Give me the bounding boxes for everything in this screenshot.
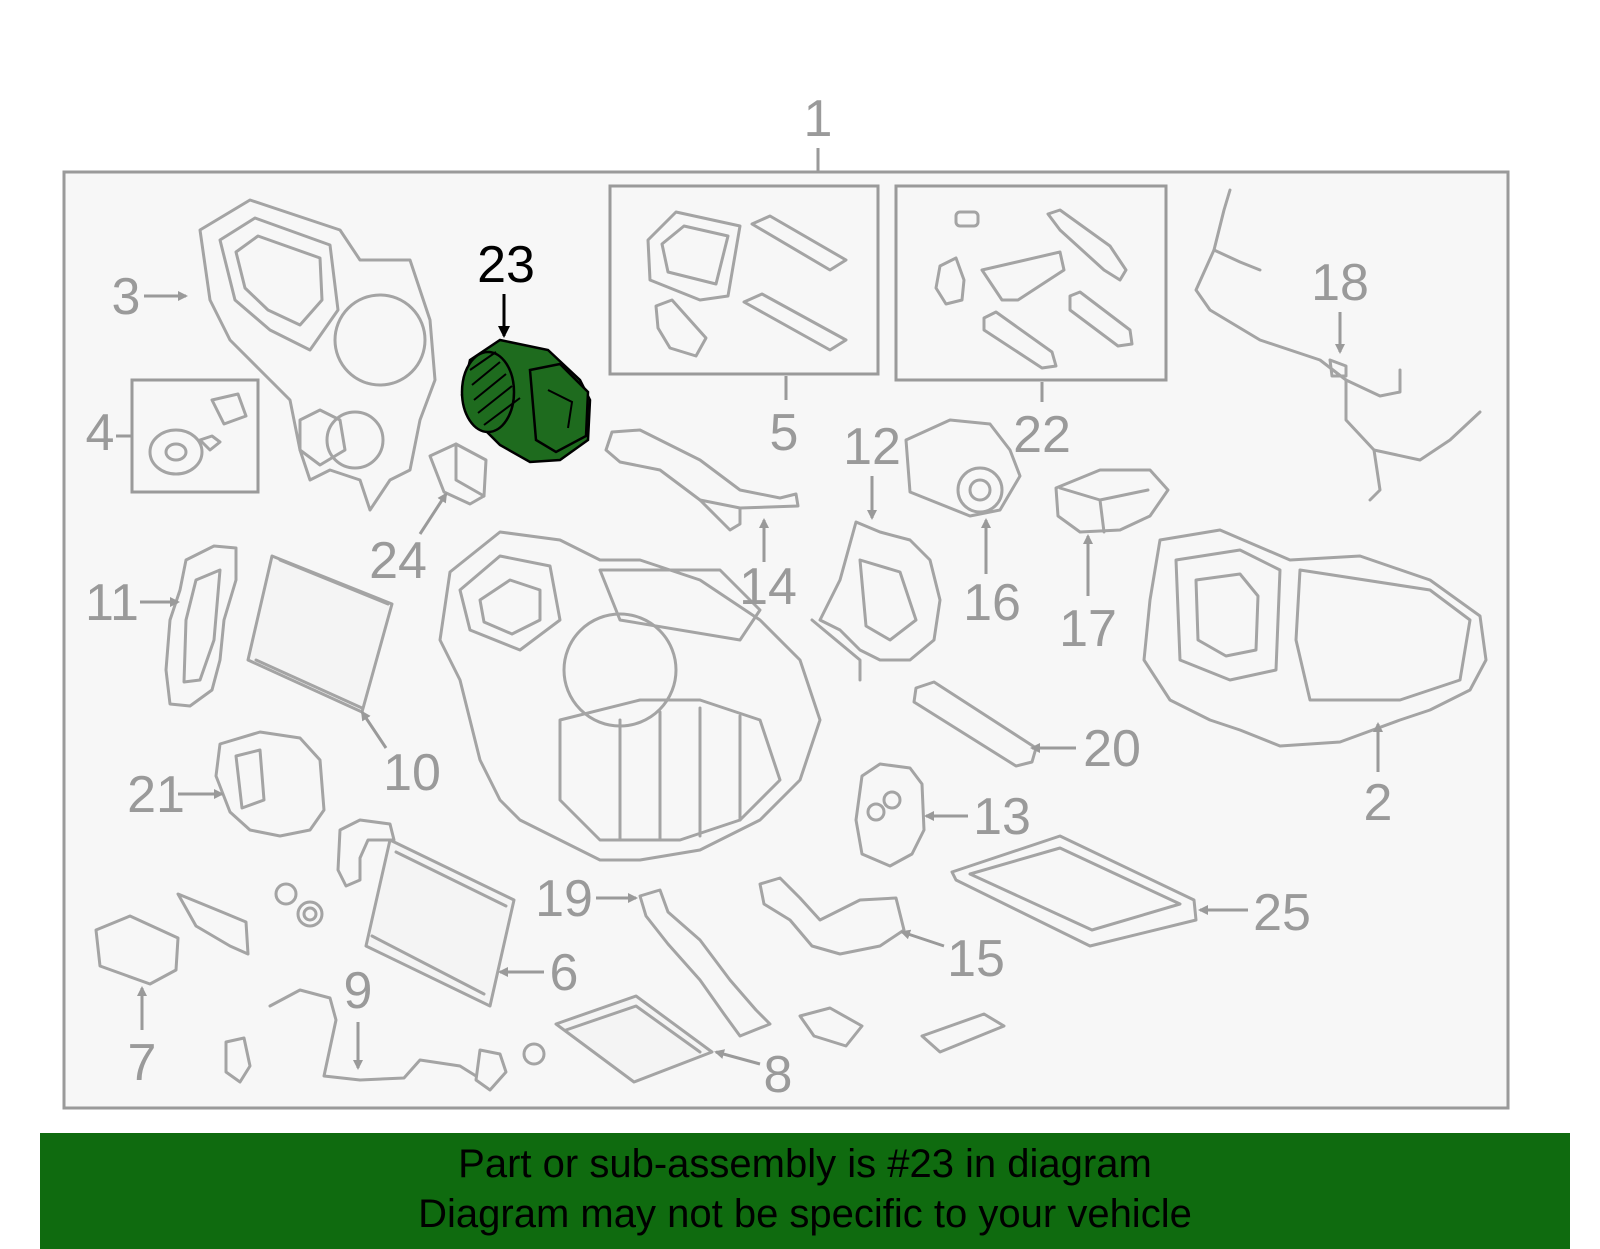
- part-17-actuator[interactable]: [1054, 468, 1170, 534]
- part-11-door[interactable]: [164, 544, 238, 708]
- label-5: 5: [770, 404, 799, 462]
- label-23: 23: [477, 236, 535, 294]
- label-15: 15: [947, 930, 1005, 988]
- callouts: 1 3 4 23 24 5 22 18 12 16 17 14 11 10 20…: [85, 90, 1392, 1104]
- part-14-linkage[interactable]: [604, 428, 800, 532]
- part-16-actuator[interactable]: [904, 418, 1022, 518]
- banner-line-2: Diagram may not be specific to your vehi…: [418, 1192, 1192, 1236]
- part-24-resistor[interactable]: [428, 442, 488, 506]
- label-2: 2: [1364, 774, 1393, 832]
- part-3-housing[interactable]: [198, 198, 437, 512]
- label-25: 25: [1253, 884, 1311, 942]
- part-22-linkages[interactable]: [934, 208, 1134, 370]
- part-10-filter[interactable]: [246, 554, 394, 714]
- label-18: 18: [1311, 254, 1369, 312]
- label-13: 13: [973, 788, 1031, 846]
- label-3: 3: [112, 268, 141, 326]
- part-13-valve[interactable]: [854, 762, 926, 868]
- label-21: 21: [127, 766, 185, 824]
- part-7-bracket[interactable]: [94, 892, 250, 986]
- label-11: 11: [85, 574, 139, 632]
- label-12: 12: [843, 418, 901, 476]
- label-9: 9: [344, 962, 373, 1020]
- label-8: 8: [764, 1046, 793, 1104]
- part-21-actuator[interactable]: [214, 730, 326, 838]
- part-20-strip[interactable]: [912, 680, 1038, 768]
- part-8-heater-core[interactable]: [554, 994, 714, 1084]
- part-4-knob[interactable]: [148, 392, 248, 476]
- label-7: 7: [128, 1034, 157, 1092]
- part-12-bracket[interactable]: [810, 520, 942, 682]
- banner-line-1: Part or sub-assembly is #23 in diagram: [458, 1142, 1152, 1186]
- label-1: 1: [804, 90, 833, 148]
- label-16: 16: [963, 574, 1021, 632]
- part-9-hoses[interactable]: [224, 988, 546, 1092]
- part-23-blower-motor[interactable]: [460, 338, 592, 464]
- label-4: 4: [86, 404, 115, 462]
- part-6-evaporator[interactable]: [274, 818, 516, 1008]
- group-box-22: [894, 184, 1168, 382]
- label-24: 24: [369, 532, 427, 590]
- part-2-case[interactable]: [1142, 528, 1488, 748]
- label-22: 22: [1013, 406, 1071, 464]
- label-10: 10: [383, 744, 441, 802]
- group-box-5: [608, 184, 880, 376]
- main-hvac-case[interactable]: [438, 530, 822, 862]
- part-25-frame[interactable]: [950, 834, 1198, 948]
- label-20: 20: [1083, 720, 1141, 778]
- label-17: 17: [1059, 600, 1117, 658]
- label-19: 19: [535, 870, 593, 928]
- part-19-pipe[interactable]: [638, 888, 772, 1038]
- part-18-harness[interactable]: [1194, 188, 1482, 502]
- label-6: 6: [550, 944, 579, 1002]
- label-14: 14: [739, 558, 797, 616]
- info-banner: Part or sub-assembly is #23 in diagram D…: [40, 1133, 1570, 1249]
- part-5-seals[interactable]: [646, 210, 848, 358]
